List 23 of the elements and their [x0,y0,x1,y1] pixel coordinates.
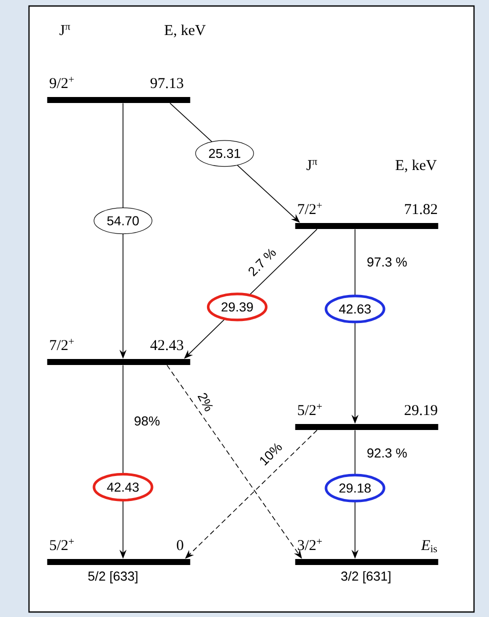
spin-label: 7/2$^{+}$ [298,202,322,214]
column-heading: J$^{π}$ [60,24,70,36]
spin-label: 3/2$^{+}$ [298,538,322,550]
energy-label: 42.43 [150,340,184,350]
energy-label: 97.13 [150,78,184,88]
edge-label: 2% [196,390,216,414]
band-label: 5/2 [633] [88,571,138,584]
spin-label: 9/2$^{+}$ [50,76,74,88]
energy-label: 0 [176,540,184,550]
energy-label: E$_{is}$ [420,540,437,552]
branching-ratio: 92.3 % [367,448,407,458]
column-heading: E, keV [164,24,206,38]
column-heading: J$^{π}$ [306,160,318,170]
spin-label: 5/2$^{+}$ [50,538,74,550]
branching-ratio: 2.7 % [248,248,276,276]
column-heading: E, keV [396,160,437,172]
spin-label: 5/2$^{+}$ [298,404,322,416]
energy-label: 71.82 [405,204,437,214]
branching-ratio: 98% [134,416,160,426]
branching-ratio: 97.3 % [367,257,407,267]
energy-label: 29.19 [404,405,438,416]
band-label: 3/2 [631] [341,571,390,584]
spin-label: 7/2$^{+}$ [50,338,74,350]
